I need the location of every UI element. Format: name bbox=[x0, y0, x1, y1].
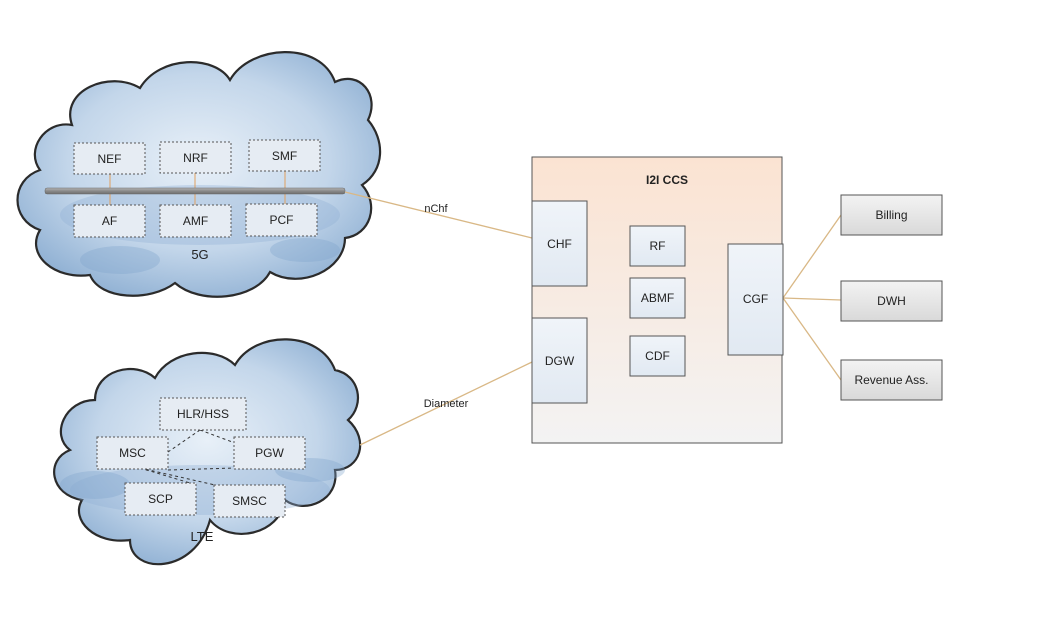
module-chf: CHF bbox=[531, 200, 588, 287]
diameter-interface-label: Diameter bbox=[424, 398, 469, 410]
service-bus bbox=[44, 187, 346, 195]
nf-scp: SCP bbox=[124, 482, 197, 516]
nf-pgw-label: PGW bbox=[255, 446, 284, 460]
output-revenue-assurance: Revenue Ass. bbox=[840, 359, 943, 401]
connectors bbox=[344, 191, 842, 446]
module-abmf: ABMF bbox=[629, 277, 686, 319]
revenue-connector bbox=[782, 297, 842, 381]
module-chf-label: CHF bbox=[547, 237, 572, 251]
module-dgw-label: DGW bbox=[545, 354, 575, 368]
nf-pcf-label: PCF bbox=[270, 213, 294, 227]
nchf-interface-label: nChf bbox=[424, 203, 448, 215]
nf-af: AF bbox=[73, 204, 146, 238]
cloud-lte-label: LTE bbox=[191, 529, 214, 544]
module-abmf-label: ABMF bbox=[641, 291, 674, 305]
output-dwh-label: DWH bbox=[877, 294, 906, 308]
cloud-5g-label: 5G bbox=[191, 247, 208, 262]
dwh-connector bbox=[782, 297, 842, 301]
nf-af-label: AF bbox=[102, 214, 117, 228]
diameter-connector bbox=[359, 361, 533, 446]
nchf-connector bbox=[344, 191, 533, 239]
nf-nrf: NRF bbox=[159, 141, 232, 174]
nf-hlr-hss-label: HLR/HSS bbox=[177, 407, 229, 421]
output-revenue-label: Revenue Ass. bbox=[854, 373, 928, 387]
billing-connector bbox=[782, 214, 842, 299]
cloud-5g: NEF NRF SMF AF AMF PCF 5G bbox=[16, 51, 382, 298]
nf-smf: SMF bbox=[248, 139, 321, 172]
lte-links bbox=[139, 429, 236, 486]
nf-hlr-hss: HLR/HSS bbox=[159, 397, 247, 431]
ccs-title: I2I CCS bbox=[646, 173, 688, 187]
nf-nrf-label: NRF bbox=[183, 151, 208, 165]
nf-pcf: PCF bbox=[245, 203, 318, 237]
module-cgf-label: CGF bbox=[743, 292, 768, 306]
output-billing: Billing bbox=[840, 194, 943, 236]
cloud-lte: HLR/HSS MSC PGW SCP SMSC LTE bbox=[53, 338, 362, 566]
nf-nef-label: NEF bbox=[98, 152, 122, 166]
output-dwh: DWH bbox=[840, 280, 943, 322]
module-cdf-label: CDF bbox=[645, 349, 670, 363]
module-cdf: CDF bbox=[629, 335, 686, 377]
nf-scp-label: SCP bbox=[148, 492, 173, 506]
nf-amf-label: AMF bbox=[183, 214, 208, 228]
nf-amf: AMF bbox=[159, 204, 232, 238]
nf-pgw: PGW bbox=[233, 436, 306, 470]
module-rf-label: RF bbox=[650, 239, 666, 253]
nf-smsc: SMSC bbox=[213, 484, 286, 518]
ccs-system: I2I CCS CHF DGW RF ABMF CDF CGF bbox=[531, 156, 784, 444]
module-dgw: DGW bbox=[531, 317, 588, 404]
nf-smsc-label: SMSC bbox=[232, 494, 267, 508]
module-rf: RF bbox=[629, 225, 686, 267]
nf-smf-label: SMF bbox=[272, 149, 297, 163]
nf-nef: NEF bbox=[73, 142, 146, 175]
output-billing-label: Billing bbox=[875, 208, 907, 222]
nf-msc-label: MSC bbox=[119, 446, 146, 460]
nf-msc: MSC bbox=[96, 436, 169, 470]
module-cgf: CGF bbox=[727, 243, 784, 356]
